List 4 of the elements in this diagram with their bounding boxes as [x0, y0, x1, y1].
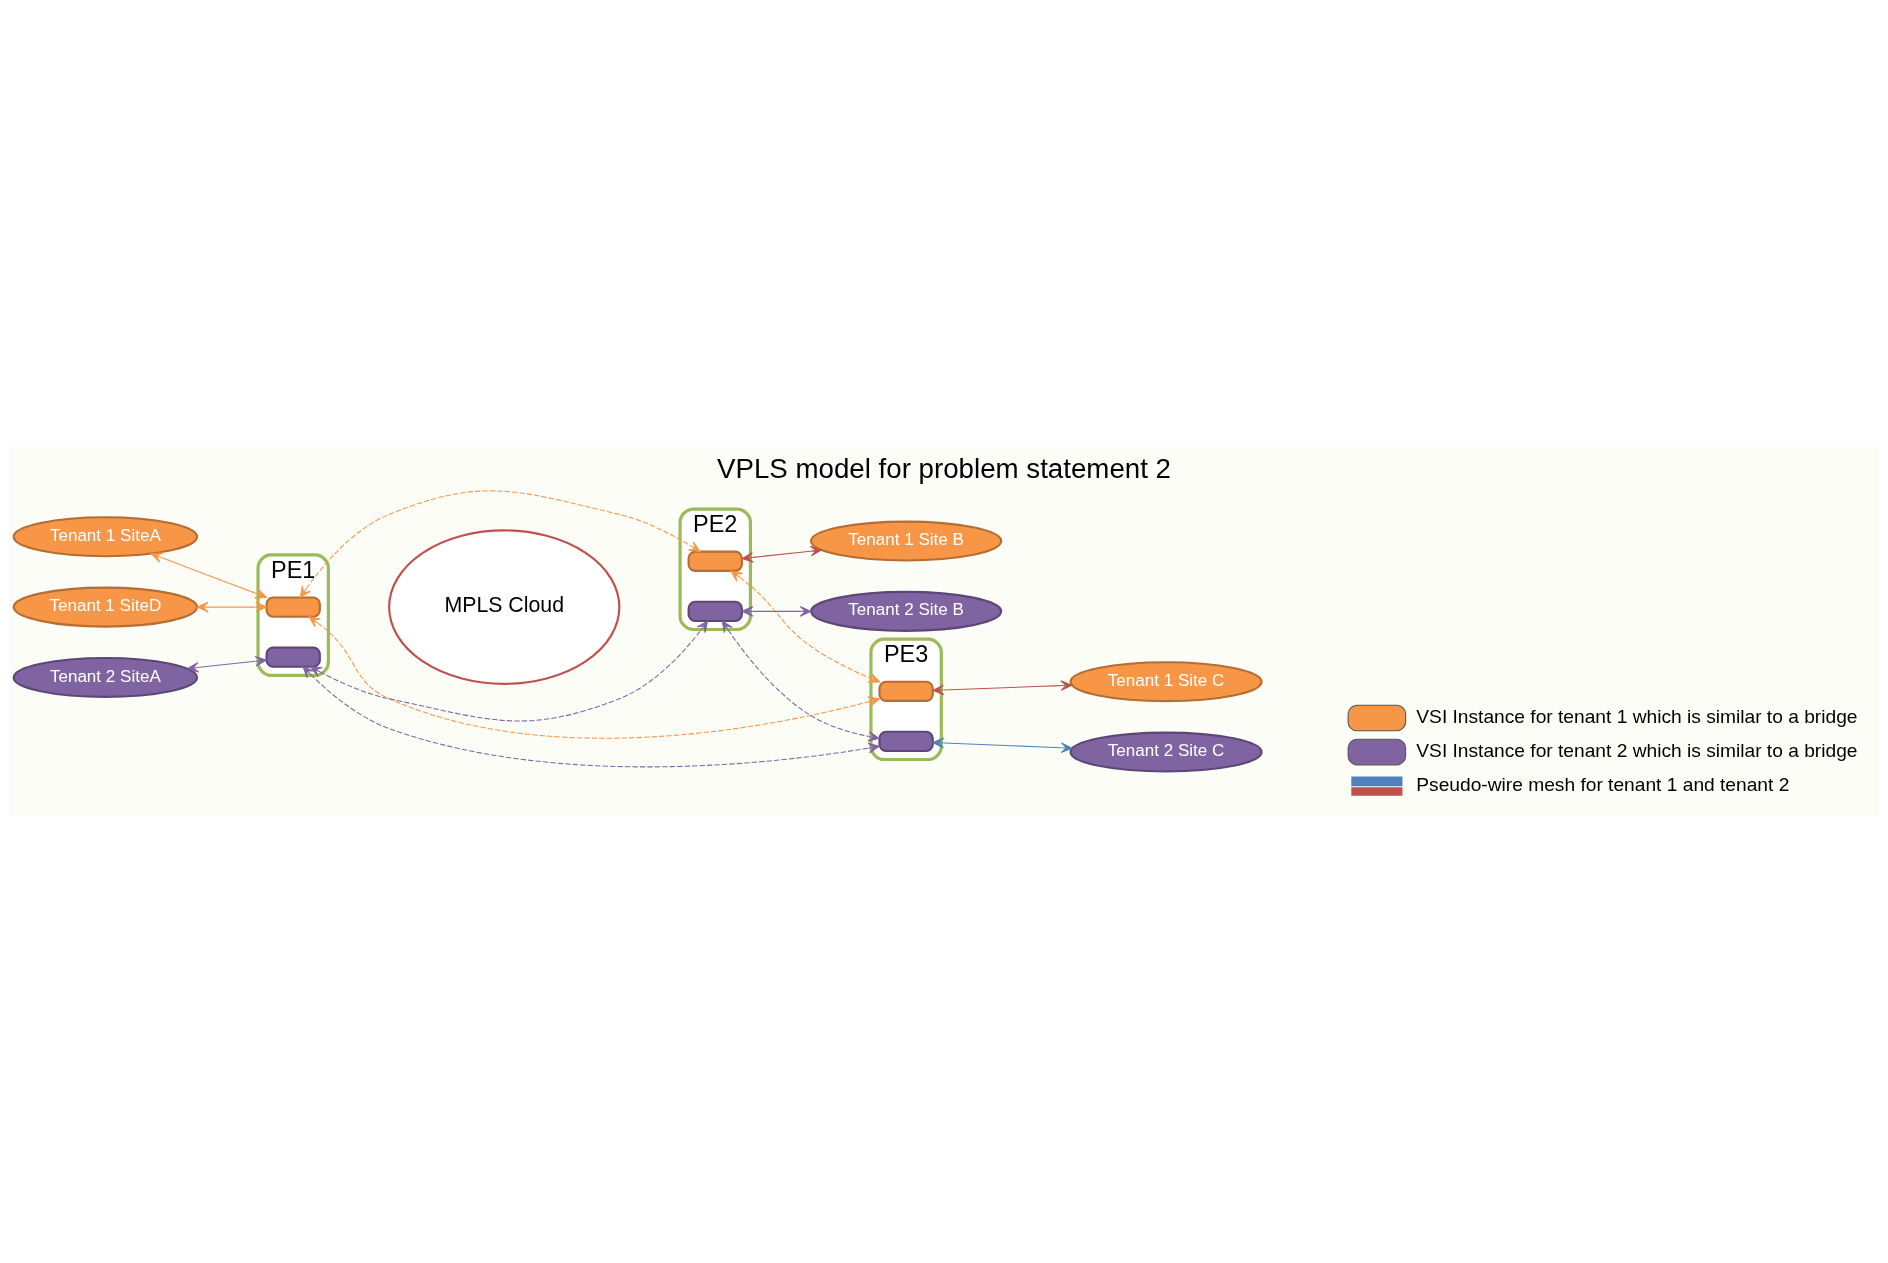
legend-label: VSI Instance for tenant 1 which is similar to a bridge	[1416, 705, 1858, 727]
legend-label: VSI Instance for tenant 2 which is similar to a bridge	[1416, 739, 1858, 761]
diagram-title: VPLS model for problem statement 2	[717, 452, 1172, 484]
legend-label: Pseudo-wire mesh for tenant 1 and tenant 2	[1416, 773, 1790, 795]
